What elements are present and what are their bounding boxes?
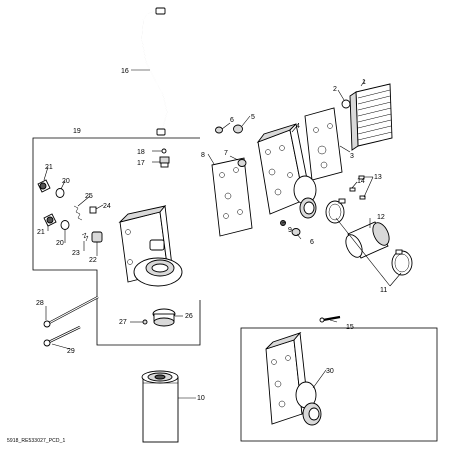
- callout-3: 3: [350, 153, 354, 160]
- callout-8: 8: [201, 152, 205, 159]
- callout-21-lower: 21: [37, 229, 45, 236]
- bolt-14: [349, 187, 356, 192]
- callout-24: 24: [103, 203, 111, 210]
- group-19-frame: [32, 137, 201, 346]
- callout-23: 23: [72, 250, 80, 257]
- callout-10: 10: [197, 395, 205, 402]
- bolt-28: [43, 295, 99, 328]
- housing-4: [256, 123, 317, 219]
- gasket-8: [211, 157, 253, 237]
- inset-30-frame: [240, 327, 438, 442]
- plug-5: [233, 124, 243, 134]
- callout-17: 17: [137, 160, 145, 167]
- callout-21-upper: 21: [45, 164, 53, 171]
- callout-11: 11: [380, 287, 387, 294]
- cap-26: [152, 308, 176, 327]
- tube-16: [141, 7, 168, 136]
- callout-13: 13: [374, 174, 382, 181]
- callout-20-lower: 20: [56, 240, 64, 247]
- callout-19: 19: [73, 128, 81, 135]
- callout-7: 7: [224, 150, 228, 157]
- callout-6-lower: 6: [310, 239, 314, 246]
- callout-6-top: 6: [230, 117, 234, 124]
- callout-15: 15: [346, 324, 354, 331]
- callout-12: 12: [377, 214, 385, 221]
- spring-25: [73, 205, 83, 221]
- washer-20-lower: [60, 220, 70, 230]
- fitting-17: [159, 156, 170, 168]
- spring-23: [81, 232, 89, 242]
- callout-5: 5: [251, 114, 255, 121]
- callout-2: 2: [333, 86, 337, 93]
- bolt-29: [43, 325, 81, 347]
- callout-25: 25: [85, 193, 93, 200]
- plug-21-upper: [37, 179, 51, 193]
- clamp-11-lower: [391, 249, 413, 276]
- cooler-core-1: [349, 83, 393, 151]
- callout-14: 14: [357, 178, 365, 185]
- callout-29: 29: [67, 348, 75, 355]
- callout-9: 9: [288, 227, 292, 234]
- oring-2: [341, 99, 351, 109]
- gasket-3: [304, 107, 343, 181]
- plug-7: [237, 159, 247, 167]
- drawing-id-label: 5918_RE533027_PCD_1: [7, 438, 66, 444]
- plug-22: [91, 231, 103, 243]
- callout-26: 26: [185, 313, 193, 320]
- filter-10: [141, 370, 179, 443]
- callout-22: 22: [89, 257, 97, 264]
- plug-27: [142, 319, 148, 325]
- plug-21-lower: [43, 213, 57, 227]
- callout-16: 16: [121, 68, 129, 75]
- plug-6-top: [215, 126, 223, 134]
- hose-12: [345, 221, 390, 259]
- filter-head-assembly: [118, 204, 183, 287]
- bolt-13: [358, 175, 366, 200]
- callouts: 16 18 17 19 1 2 3 4 5 6 8 7 9 6 13 14 12…: [36, 68, 387, 402]
- callout-30: 30: [326, 368, 334, 375]
- pin-24: [89, 206, 97, 214]
- callout-28: 28: [36, 300, 44, 307]
- leader-lines: [43, 69, 402, 399]
- bolt-15: [319, 315, 341, 323]
- callout-4: 4: [296, 123, 300, 130]
- plug-6-lower: [291, 228, 301, 236]
- callout-27: 27: [119, 319, 127, 326]
- housing-30: [265, 331, 322, 426]
- oring-18: [161, 148, 167, 154]
- clamp-11-upper: [325, 198, 346, 224]
- callout-20-upper: 20: [62, 178, 70, 185]
- callout-1: 1: [362, 79, 366, 86]
- callout-18: 18: [137, 149, 145, 156]
- washer-20-upper: [55, 188, 65, 198]
